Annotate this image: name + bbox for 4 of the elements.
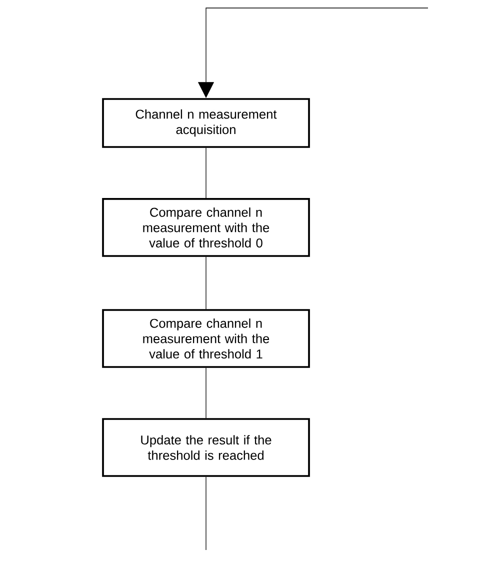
process-box: Compare channel n measurement with the value of threshold 1	[102, 309, 310, 368]
process-box: Update the result if the threshold is reached	[102, 418, 310, 477]
process-box: Channel n measurement acquisition	[102, 98, 310, 148]
process-box: Compare channel n measurement with the value of threshold 0	[102, 198, 310, 257]
